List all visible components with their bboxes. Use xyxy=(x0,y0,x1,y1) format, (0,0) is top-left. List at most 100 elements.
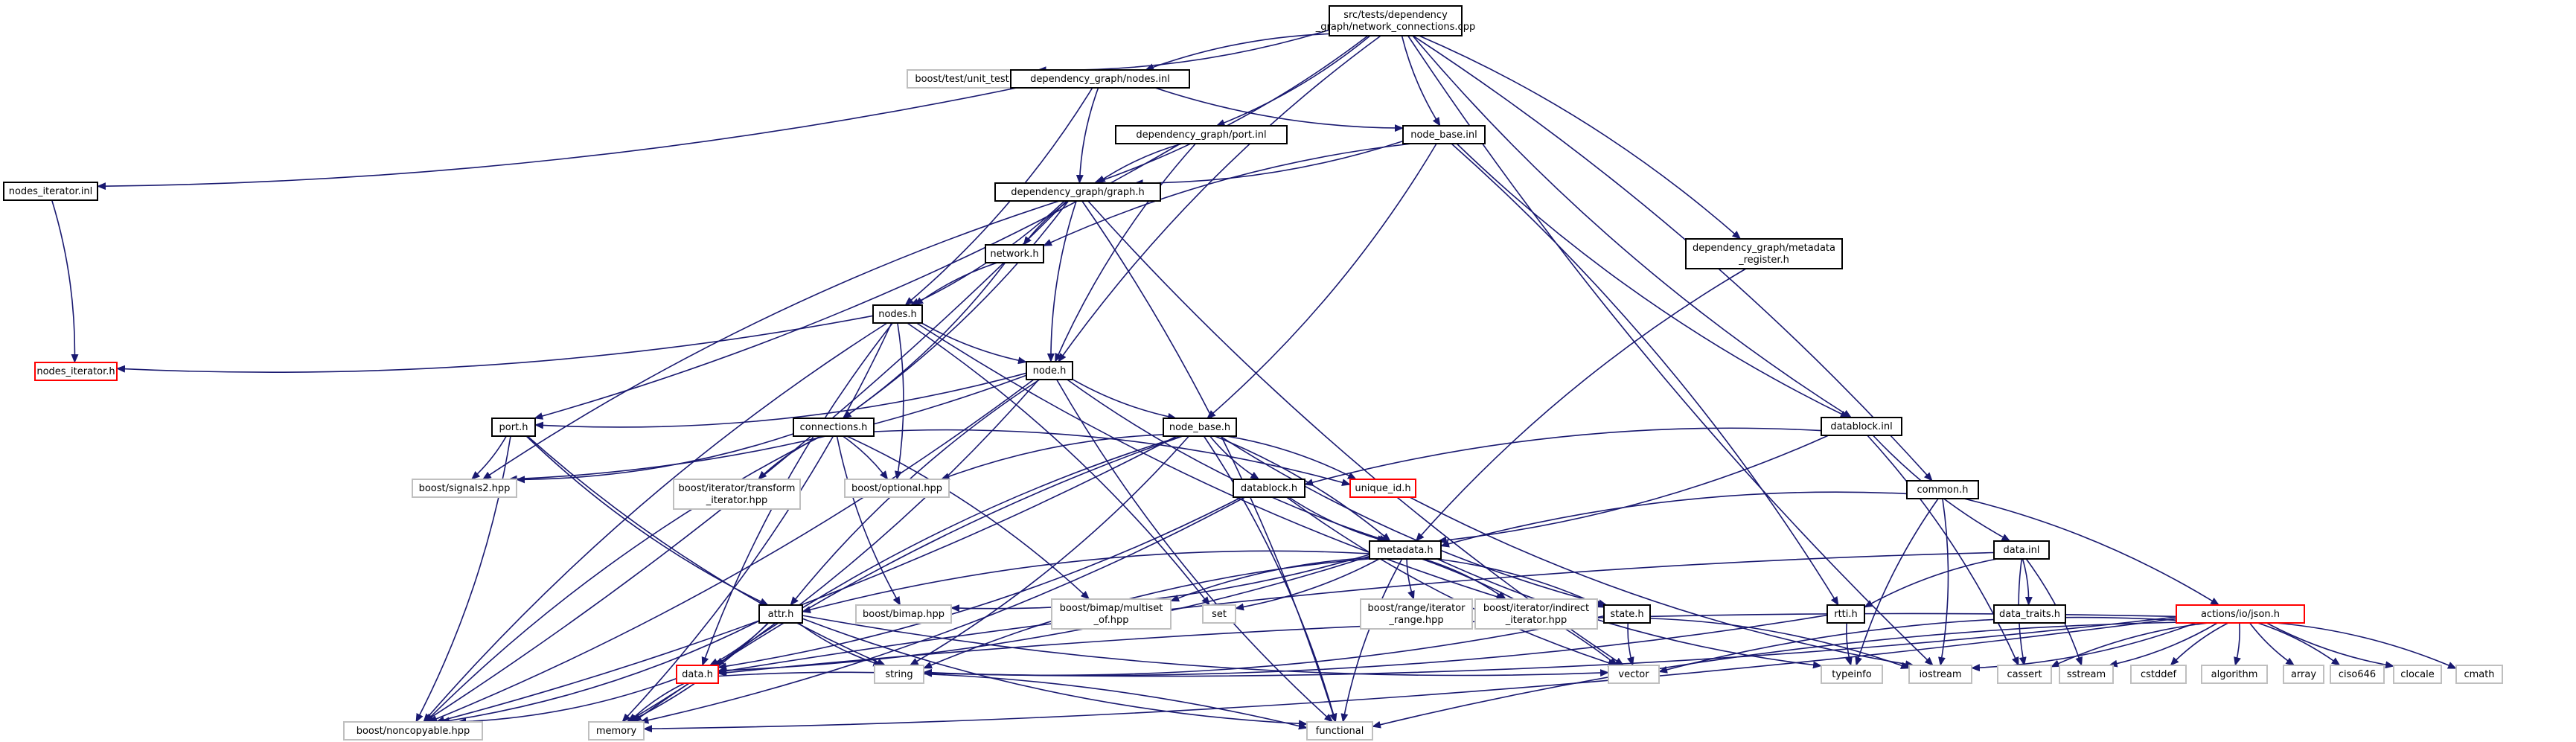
edge-io_json_h-to-algorithm xyxy=(2234,622,2241,666)
edge-attr_h-to-noncopyable xyxy=(440,620,760,725)
node-node-base-inl[interactable]: node_base.inl xyxy=(1402,125,1486,144)
node-label: data_traits.h xyxy=(1999,609,2060,620)
node-data-h[interactable]: data.h xyxy=(676,665,719,684)
edge-line xyxy=(1938,498,1949,666)
edge-node_base_h-to-data_h xyxy=(715,435,1182,666)
edge-line xyxy=(534,372,1027,429)
node-vector[interactable]: vector xyxy=(1608,665,1660,684)
edge-line xyxy=(1437,435,1829,544)
node-bimap[interactable]: boost/bimap.hpp xyxy=(855,604,952,624)
node-cmath[interactable]: cmath xyxy=(2455,665,2503,684)
node-transform-iter[interactable]: boost/iterator/transform_iterator.hpp xyxy=(673,479,801,510)
node-iostream[interactable]: iostream xyxy=(1908,665,1972,684)
node-network-h[interactable]: network.h xyxy=(985,244,1044,263)
edge-node_h-to-functional xyxy=(1056,379,1334,723)
node-algorithm[interactable]: algorithm xyxy=(2201,665,2268,684)
node-data-traits-h[interactable]: data_traits.h xyxy=(1993,604,2066,624)
node-unique-id-h[interactable]: unique_id.h xyxy=(1349,479,1416,498)
edge-metadata_register_h-to-metadata_h xyxy=(1415,268,1747,542)
node-array[interactable]: array xyxy=(2283,665,2324,684)
node-metadata-h[interactable]: metadata.h xyxy=(1369,540,1442,560)
node-label: network.h xyxy=(990,249,1038,260)
node-box xyxy=(34,362,118,381)
edge-line xyxy=(1415,268,1747,542)
node-metadata-register-h[interactable]: dependency_graph/metadata_register.h xyxy=(1685,238,1843,269)
node-datablock-h[interactable]: datablock.h xyxy=(1233,479,1305,498)
node-data-inl[interactable]: data.inl xyxy=(1993,540,2050,560)
node-typeinfo[interactable]: typeinfo xyxy=(1821,665,1883,684)
node-node-h[interactable]: node.h xyxy=(1026,361,1073,380)
node-port-h[interactable]: port.h xyxy=(491,418,536,437)
node-nodes-inl[interactable]: dependency_graph/nodes.inl xyxy=(1010,69,1190,89)
edge-metadata_h-to-attr_h xyxy=(802,550,1370,614)
node-state-h[interactable]: state.h xyxy=(1603,604,1651,624)
edge-network_h-to-connections_h xyxy=(842,262,1006,419)
node-port-inl[interactable]: dependency_graph/port.inl xyxy=(1115,125,1288,144)
edge-network_h-to-nodes_h xyxy=(914,262,997,306)
node-nodes-h[interactable]: nodes.h xyxy=(872,304,923,324)
edge-line xyxy=(1456,143,1850,418)
edge-line xyxy=(1419,35,1742,240)
edge-nodes_h-to-set xyxy=(907,322,1210,606)
node-common-h[interactable]: common.h xyxy=(1906,480,1979,499)
node-box xyxy=(1826,604,1865,624)
edge-line xyxy=(1286,496,1617,667)
edge-line xyxy=(628,682,685,723)
edge-io_json_h-to-clocale xyxy=(2266,622,2394,669)
node-string[interactable]: string xyxy=(874,665,924,684)
node-label: boost/bimap.hpp xyxy=(863,609,945,620)
node-noncopyable[interactable]: boost/noncopyable.hpp xyxy=(343,721,483,741)
node-box xyxy=(2130,665,2187,684)
node-box xyxy=(1306,721,1373,741)
edge-nodes_h-to-nodes_iterator_h xyxy=(116,315,874,373)
edge-metadata_h-to-typeinfo xyxy=(1436,558,1822,669)
edge-line xyxy=(639,496,1246,724)
node-box xyxy=(1821,665,1883,684)
edge-line xyxy=(1096,143,1183,184)
edge-line xyxy=(842,262,1006,419)
edge-root-to-iostream xyxy=(1407,35,1934,666)
node-cstddef[interactable]: cstddef xyxy=(2130,665,2187,684)
node-root[interactable]: src/tests/dependency_graph/network_conne… xyxy=(1315,5,1475,36)
edge-attr_h-to-data_h xyxy=(709,622,769,666)
node-range-iter[interactable]: boost/range/iterator_range.hpp xyxy=(1360,598,1473,630)
node-ciso646[interactable]: ciso646 xyxy=(2330,665,2385,684)
node-rtti-h[interactable]: rtti.h xyxy=(1826,604,1865,624)
node-nodes-iterator-inl[interactable]: nodes_iterator.inl xyxy=(3,182,98,201)
node-functional[interactable]: functional xyxy=(1306,721,1373,741)
edge-line xyxy=(1058,35,1381,362)
node-label: metadata.h xyxy=(1377,545,1433,556)
edge-line xyxy=(516,433,794,484)
node-clocale[interactable]: clocale xyxy=(2393,665,2442,684)
edge-node_base_h-to-unique_id_h xyxy=(1226,435,1357,480)
node-memory[interactable]: memory xyxy=(588,721,645,741)
node-datablock-inl[interactable]: datablock.inl xyxy=(1821,417,1902,436)
node-indirect-iter[interactable]: boost/iterator/indirect_iterator.hpp xyxy=(1474,598,1598,630)
node-sstream[interactable]: sstream xyxy=(2059,665,2114,684)
node-attr-h[interactable]: attr.h xyxy=(758,604,803,624)
edge-port_inl-to-graph_h xyxy=(1096,143,1183,184)
node-graph-h[interactable]: dependency_graph/graph.h xyxy=(994,182,1161,202)
node-io-json-h[interactable]: actions/io/json.h xyxy=(2176,604,2305,624)
node-nodes-iterator-h[interactable]: nodes_iterator.h xyxy=(34,362,118,381)
edge-metadata_h-to-indirect_iter xyxy=(1423,558,1506,600)
edge-line xyxy=(1054,143,1196,362)
node-set[interactable]: set xyxy=(1202,604,1236,624)
node-connections-h[interactable]: connections.h xyxy=(793,418,875,437)
node-multiset-of[interactable]: boost/bimap/multiset_of.hpp xyxy=(1051,598,1172,630)
edge-line xyxy=(1440,491,1908,548)
node-label: functional xyxy=(1316,726,1364,737)
node-box xyxy=(1010,69,1190,89)
node-optional[interactable]: boost/optional.hpp xyxy=(844,479,950,498)
edge-line xyxy=(97,87,1017,191)
node-label: _range.hpp xyxy=(1388,615,1443,626)
node-node-base-h[interactable]: node_base.h xyxy=(1163,418,1237,437)
edge-graph_h-to-signals2 xyxy=(482,200,1060,480)
node-cassert[interactable]: cassert xyxy=(1997,665,2052,684)
edge-line xyxy=(1037,29,1330,74)
node-label: nodes.h xyxy=(878,309,917,320)
node-signals2[interactable]: boost/signals2.hpp xyxy=(412,479,517,498)
edge-line xyxy=(1134,140,1404,188)
edge-nodes_inl-to-graph_h xyxy=(1076,87,1099,184)
edge-line xyxy=(717,555,1370,674)
